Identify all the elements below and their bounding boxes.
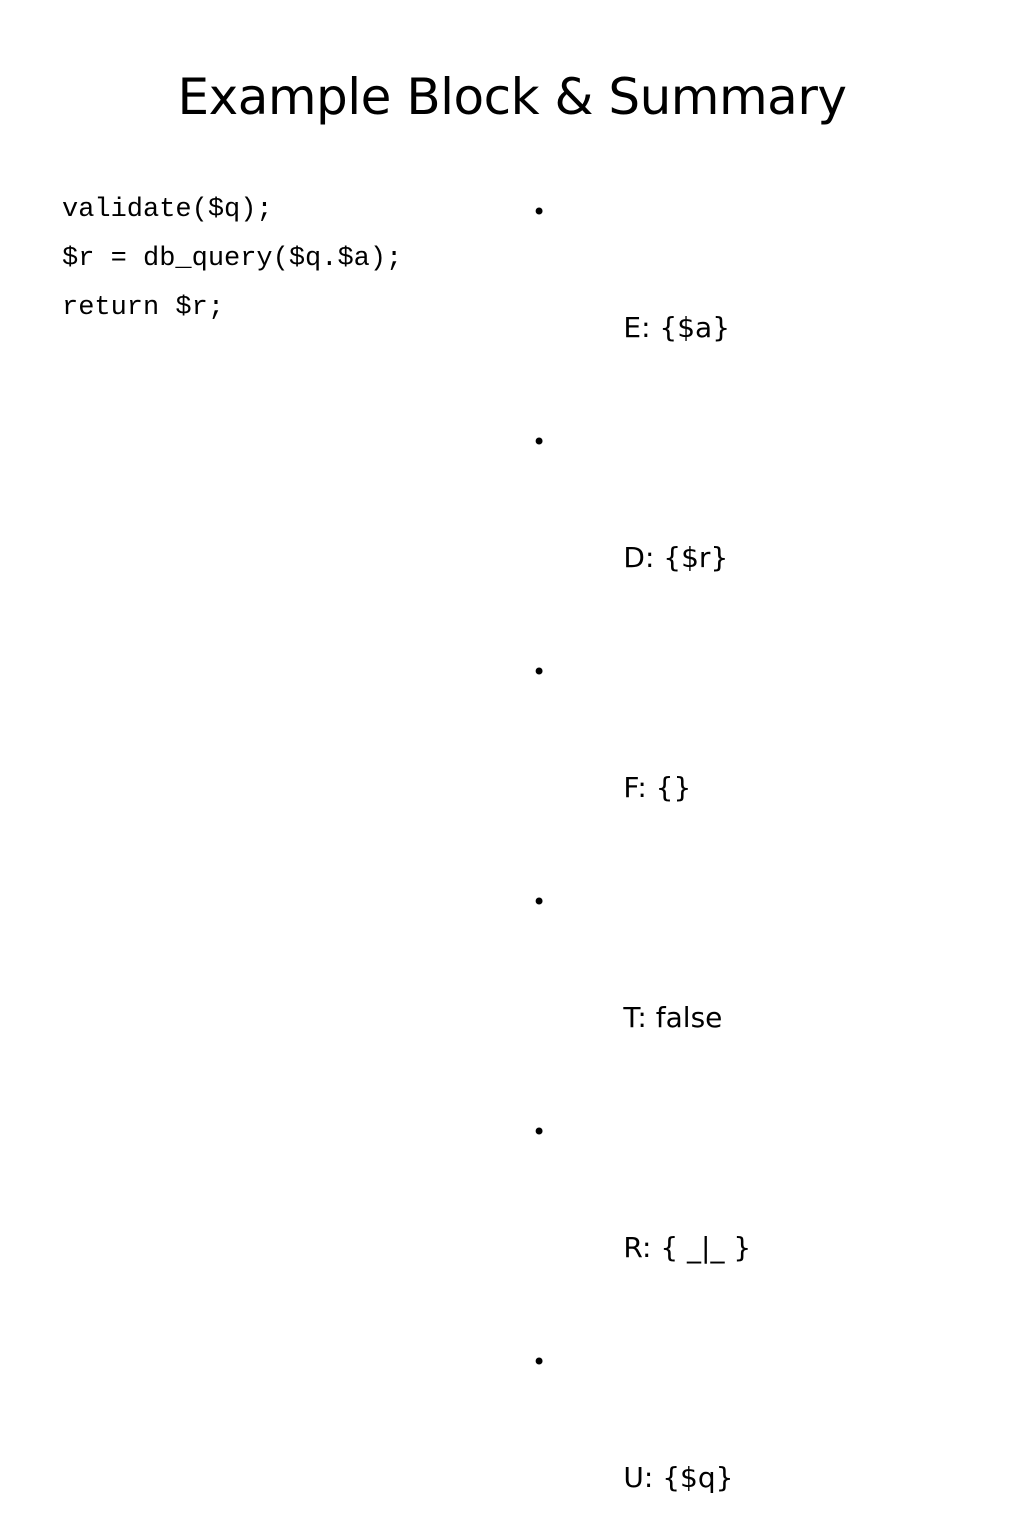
bullet-icon: • xyxy=(532,1118,547,1146)
summary-item: • D: {$r} xyxy=(532,414,992,644)
bullet-icon: • xyxy=(532,198,547,226)
summary-item-label: T: false xyxy=(623,1001,723,1034)
summary-item: • F: {} xyxy=(532,644,992,874)
slide-title: Example Block & Summary xyxy=(177,68,847,126)
summary-item: • R: { _|_ } xyxy=(532,1104,992,1334)
summary-item-label: F: {} xyxy=(623,771,692,804)
slide: Example Block & Summary validate($q); $r… xyxy=(62,68,847,1494)
bullet-icon: • xyxy=(532,658,547,686)
summary-item-label: D: {$r} xyxy=(623,541,729,574)
code-line: $r = db_query($q.$a); xyxy=(62,244,403,274)
summary-item: • E: {$a} xyxy=(532,184,992,414)
summary-item-label: U: {$q} xyxy=(623,1461,734,1494)
bullet-icon: • xyxy=(532,1348,547,1376)
summary-list: • E: {$a} • D: {$r} • F: {} • T: false •… xyxy=(532,184,992,1536)
summary-item: • T: false xyxy=(532,874,992,1104)
summary-item: • U: {$q} xyxy=(532,1334,992,1536)
code-line: return $r; xyxy=(62,293,225,323)
summary-item-label: R: { _|_ } xyxy=(623,1231,752,1264)
bullet-icon: • xyxy=(532,888,547,916)
code-block: validate($q); $r = db_query($q.$a); retu… xyxy=(62,186,502,333)
bullet-icon: • xyxy=(532,428,547,456)
summary-item-label: E: {$a} xyxy=(623,311,731,344)
code-line: validate($q); xyxy=(62,195,273,225)
